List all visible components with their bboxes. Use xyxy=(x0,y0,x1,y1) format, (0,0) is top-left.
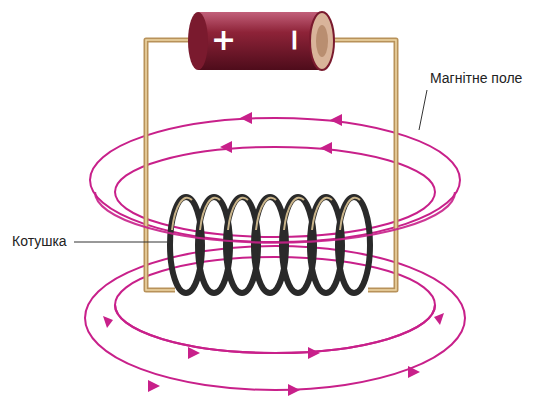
minus-sign: − xyxy=(280,27,310,52)
leader-line xyxy=(74,242,170,243)
field-label: Магнітне поле xyxy=(430,70,522,86)
battery xyxy=(188,12,334,70)
coil-windings xyxy=(170,197,370,293)
leader-line xyxy=(419,90,427,130)
field-lines xyxy=(85,118,465,390)
coil-label: Котушка xyxy=(12,233,67,249)
field-arrows xyxy=(103,112,444,396)
plus-sign: + xyxy=(211,25,236,55)
wire xyxy=(146,40,396,290)
